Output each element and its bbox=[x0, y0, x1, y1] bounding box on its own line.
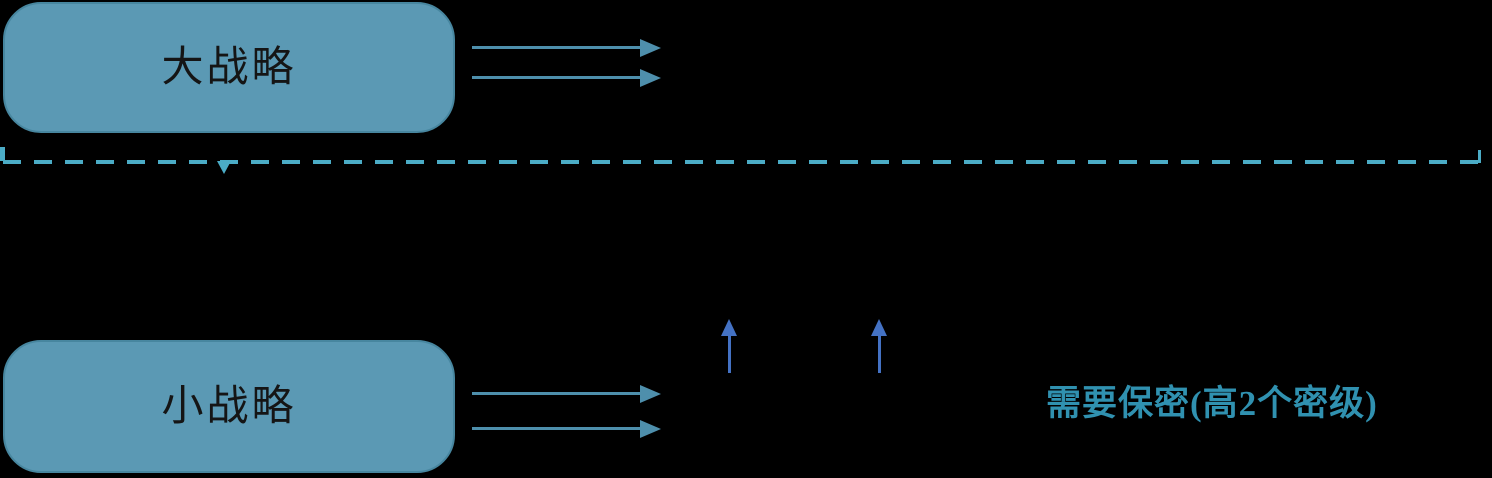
up-arrow-icon bbox=[871, 319, 887, 373]
up-arrowhead bbox=[721, 319, 737, 336]
divider-left-tick bbox=[0, 147, 5, 161]
up-arrow-shaft bbox=[727, 336, 731, 373]
right-arrow-icon bbox=[472, 392, 640, 395]
up-arrow-icon bbox=[721, 319, 737, 373]
divider-right-tick bbox=[1478, 150, 1481, 163]
up-arrow-shaft bbox=[877, 336, 881, 373]
small-strategy-box: 小战略 bbox=[3, 340, 455, 473]
small-strategy-label: 小战略 bbox=[161, 383, 297, 430]
down-arrowhead-icon bbox=[217, 161, 231, 174]
right-arrow-icon bbox=[472, 46, 640, 49]
right-arrow-icon bbox=[472, 76, 640, 79]
grand-strategy-label: 大战略 bbox=[161, 44, 297, 91]
right-arrow-icon bbox=[472, 427, 640, 430]
confidentiality-note: 需要保密(高2个密级) bbox=[1046, 384, 1378, 423]
up-arrowhead bbox=[871, 319, 887, 336]
grand-strategy-box: 大战略 bbox=[3, 2, 455, 133]
